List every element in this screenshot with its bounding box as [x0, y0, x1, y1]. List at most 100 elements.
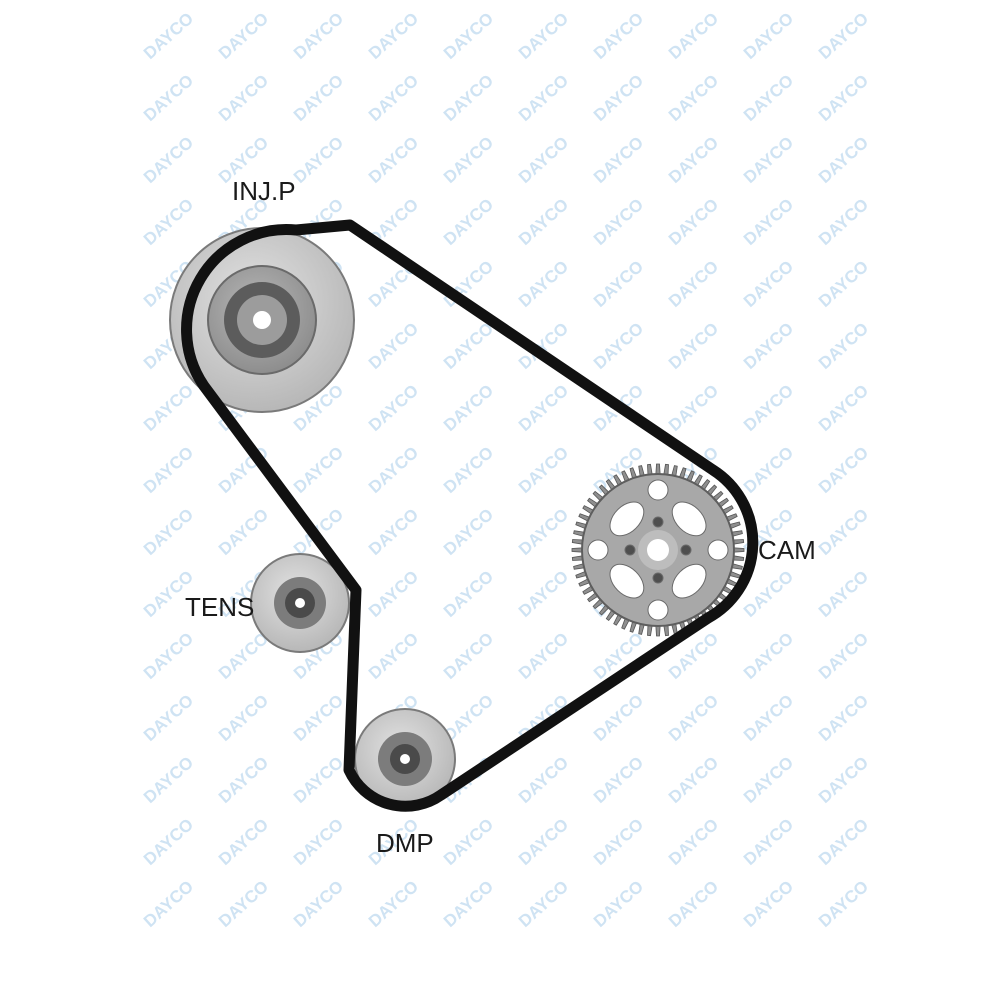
- watermark-text: DAYCO: [515, 505, 572, 559]
- watermark-text: DAYCO: [290, 691, 347, 745]
- watermark-text: DAYCO: [515, 877, 572, 931]
- watermark-text: DAYCO: [515, 71, 572, 125]
- watermark-text: DAYCO: [740, 691, 797, 745]
- watermark-text: DAYCO: [815, 505, 872, 559]
- label-camshaft: CAM: [758, 535, 816, 565]
- watermark-text: DAYCO: [590, 319, 647, 373]
- watermark-text: DAYCO: [515, 381, 572, 435]
- watermark-text: DAYCO: [290, 815, 347, 869]
- watermark-text: DAYCO: [140, 877, 197, 931]
- watermark-text: DAYCO: [815, 815, 872, 869]
- watermark-text: DAYCO: [140, 9, 197, 63]
- watermark-text: DAYCO: [515, 443, 572, 497]
- watermark-text: DAYCO: [140, 815, 197, 869]
- watermark-text: DAYCO: [665, 877, 722, 931]
- watermark-text: DAYCO: [590, 133, 647, 187]
- sprocket-window: [609, 563, 645, 599]
- watermark-text: DAYCO: [815, 443, 872, 497]
- watermark-text: DAYCO: [740, 71, 797, 125]
- sprocket-hole: [587, 539, 609, 561]
- watermark-text: DAYCO: [515, 195, 572, 249]
- watermark-text: DAYCO: [215, 753, 272, 807]
- watermark-text: DAYCO: [590, 257, 647, 311]
- watermark-text: DAYCO: [815, 691, 872, 745]
- watermark-text: DAYCO: [215, 815, 272, 869]
- watermark-text: DAYCO: [590, 71, 647, 125]
- watermark-text: DAYCO: [440, 815, 497, 869]
- watermark-text: DAYCO: [740, 443, 797, 497]
- watermark-text: DAYCO: [365, 567, 422, 621]
- watermark-text: DAYCO: [365, 877, 422, 931]
- watermark-text: DAYCO: [365, 133, 422, 187]
- watermark-text: DAYCO: [665, 319, 722, 373]
- label-damper: DMP: [376, 828, 434, 858]
- watermark-text: DAYCO: [665, 753, 722, 807]
- watermark-text: DAYCO: [440, 877, 497, 931]
- label-injection-pump: INJ.P: [232, 176, 296, 206]
- tensioner-pulley: [250, 553, 350, 653]
- watermark-text: DAYCO: [815, 195, 872, 249]
- watermark-text: DAYCO: [365, 381, 422, 435]
- watermark-text: DAYCO: [215, 691, 272, 745]
- watermark-text: DAYCO: [815, 381, 872, 435]
- watermark-text: DAYCO: [365, 443, 422, 497]
- watermark-text: DAYCO: [140, 71, 197, 125]
- sprocket-hole: [707, 539, 729, 561]
- watermark-text: DAYCO: [365, 9, 422, 63]
- watermark-text: DAYCO: [815, 319, 872, 373]
- watermark-text: DAYCO: [665, 71, 722, 125]
- watermark-text: DAYCO: [440, 9, 497, 63]
- watermark-text: DAYCO: [140, 381, 197, 435]
- watermark-text: DAYCO: [590, 877, 647, 931]
- watermark-text: DAYCO: [740, 195, 797, 249]
- sprocket-bolt: [624, 544, 636, 556]
- watermark-text: DAYCO: [290, 877, 347, 931]
- watermark-text: DAYCO: [740, 381, 797, 435]
- watermark-text: DAYCO: [140, 505, 197, 559]
- watermark-text: DAYCO: [590, 195, 647, 249]
- watermark-text: DAYCO: [215, 9, 272, 63]
- watermark-text: DAYCO: [290, 753, 347, 807]
- watermark-text: DAYCO: [815, 9, 872, 63]
- watermark-text: DAYCO: [365, 71, 422, 125]
- watermark-text: DAYCO: [365, 629, 422, 683]
- watermark-text: DAYCO: [740, 877, 797, 931]
- watermark-text: DAYCO: [140, 691, 197, 745]
- watermark-text: DAYCO: [440, 443, 497, 497]
- watermark-text: DAYCO: [815, 877, 872, 931]
- watermark-text: DAYCO: [740, 257, 797, 311]
- watermark-text: DAYCO: [215, 505, 272, 559]
- watermark-text: DAYCO: [440, 71, 497, 125]
- watermark-text: DAYCO: [740, 319, 797, 373]
- dayco-watermark-layer: DAYCO DAYCO DAYCO DAYCO DAYCO DAYCO DAYCO DAYCO…: [140, 9, 872, 931]
- watermark-text: DAYCO: [815, 133, 872, 187]
- watermark-text: DAYCO: [140, 629, 197, 683]
- sprocket-window: [671, 563, 707, 599]
- watermark-text: DAYCO: [215, 71, 272, 125]
- watermark-text: DAYCO: [665, 195, 722, 249]
- watermark-text: DAYCO: [440, 133, 497, 187]
- watermark-text: DAYCO: [665, 133, 722, 187]
- watermark-text: DAYCO: [590, 691, 647, 745]
- watermark-text: DAYCO: [740, 629, 797, 683]
- sprocket-window: [609, 501, 645, 537]
- sprocket-hole: [647, 599, 669, 621]
- sprocket-bolt: [680, 544, 692, 556]
- watermark-text: DAYCO: [515, 753, 572, 807]
- watermark-text: DAYCO: [365, 505, 422, 559]
- watermark-text: DAYCO: [665, 9, 722, 63]
- watermark-text: DAYCO: [365, 319, 422, 373]
- watermark-text: DAYCO: [815, 753, 872, 807]
- watermark-text: DAYCO: [590, 815, 647, 869]
- watermark-text: DAYCO: [815, 567, 872, 621]
- camshaft-sprocket: [571, 463, 745, 637]
- watermark-text: DAYCO: [440, 629, 497, 683]
- watermark-text: DAYCO: [815, 71, 872, 125]
- watermark-text: DAYCO: [590, 9, 647, 63]
- watermark-text: DAYCO: [740, 9, 797, 63]
- watermark-text: DAYCO: [515, 629, 572, 683]
- watermark-text: DAYCO: [815, 257, 872, 311]
- sprocket-window: [671, 501, 707, 537]
- watermark-text: DAYCO: [665, 381, 722, 435]
